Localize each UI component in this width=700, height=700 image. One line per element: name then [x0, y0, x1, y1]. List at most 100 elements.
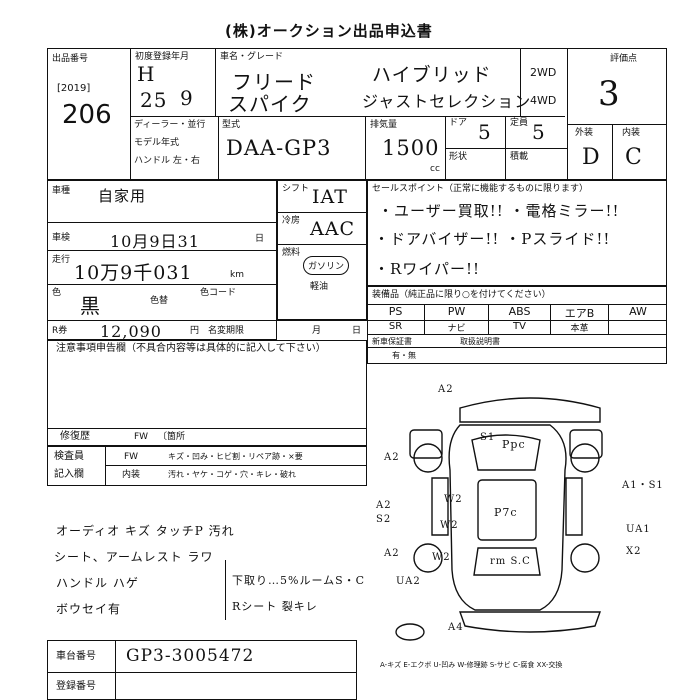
damage-mark: A2 [384, 548, 400, 559]
warranty-box [367, 334, 667, 364]
sales-point-line: ・ユーザー買取!! ・電格ミラー!! [378, 202, 620, 220]
deadline-month: 月 [312, 326, 322, 336]
notes-block [47, 340, 367, 446]
damage-legend: A-キズ E-エクボ U-凹み W-修理跡 S-サビ C-腐食 XX-交換 [380, 661, 563, 669]
warranty-extra: 取扱説明書 [460, 337, 500, 346]
shift-value: IAT [312, 186, 348, 208]
load-label: 積載 [510, 152, 529, 162]
damage-mark: UA2 [396, 576, 421, 587]
ac-label: 冷房 [282, 216, 301, 226]
usage-value: 自家用 [98, 187, 147, 205]
doors-value: 5 [478, 120, 492, 144]
displacement-label: 排気量 [370, 120, 398, 130]
front-right-wheel-shape [570, 443, 600, 473]
model-name-line2: スパイク [228, 92, 312, 116]
doors-label: ドア [449, 118, 468, 128]
fuel-value: ガソリン [303, 256, 350, 275]
car-damage-diagram [395, 397, 603, 641]
first-reg-year: 25 [140, 88, 168, 112]
page-title: (株)オークション出品申込書 [225, 22, 433, 40]
notes-label: 注意事項申告欄（不具合内容等は具体的に記入して下さい） [56, 343, 326, 354]
equipment-item: PW [425, 305, 489, 320]
mileage-unit: km [230, 270, 244, 280]
damage-mark: A2 [384, 452, 400, 463]
drive-2wd: 2WD [530, 66, 557, 79]
grade-value: 3 [598, 74, 621, 114]
lot-label: 出品番号 [52, 54, 89, 64]
right-door-shape [565, 477, 583, 536]
inspector-row2-items: 汚れ・ヤケ・コゲ・穴・キレ・破れ [168, 470, 296, 479]
damage-mark: A1・S1 [622, 480, 664, 491]
damage-mark: X2 [626, 546, 642, 557]
inspection-value: 10月9日31 [110, 232, 200, 251]
type-value: DAA-GP3 [226, 136, 332, 160]
grade-int-value: C [625, 145, 643, 170]
equipment-item: ABS [489, 305, 551, 320]
color-code-label: 色コード [200, 288, 237, 298]
grade-ext-label: 外装 [575, 128, 594, 138]
damage-mark: Ppc [502, 438, 526, 451]
left-mirror-shape [409, 429, 443, 459]
damage-mark: S2 [376, 514, 392, 525]
handwritten-note: ハンドル ハゲ [56, 576, 139, 590]
roof-shape [477, 479, 537, 541]
inspection-suffix: 日 [255, 234, 265, 244]
grade-label: 評価点 [610, 54, 638, 64]
recycle-unit: 円 [190, 326, 200, 336]
first-reg-month: 9 [180, 86, 194, 110]
rear-window-shape [473, 547, 541, 576]
color-value: 黒 [80, 294, 101, 318]
front-bumper-shape [459, 397, 601, 423]
top-info-block [47, 48, 667, 180]
color-change-label: 色替 [150, 296, 169, 306]
damage-mark: A2 [438, 384, 454, 395]
first-reg-label: 初度登録年月 [135, 52, 190, 62]
rear-bumper-shape [459, 611, 601, 633]
windshield-shape [471, 434, 541, 471]
rear-right-wheel-shape [570, 543, 600, 573]
usage-label: 車種 [52, 186, 71, 196]
equipment-label: 装備品（純正品に限り○を付けてください） [372, 290, 551, 300]
sales-points-label: セールスポイント（正常に機能するものに限ります） [372, 184, 589, 194]
model-name-line1: フリード [232, 70, 316, 94]
inspector-block [47, 446, 367, 486]
handwritten-note: シート、アームレスト ラワ [54, 550, 214, 564]
sales-points-block [367, 180, 667, 286]
right-mirror-shape [569, 429, 603, 459]
left-door-shape [431, 477, 449, 536]
chassis-value: GP3-3005472 [126, 646, 255, 666]
equipment-item: ナビ [425, 321, 489, 334]
equipment-item: 本革 [551, 321, 609, 334]
interior-note: 下取り…5%ルームS・C [232, 574, 366, 587]
car-info-block [47, 180, 277, 340]
equipment-block [367, 286, 667, 348]
damage-mark: A4 [448, 622, 464, 633]
spare-tire-shape [395, 623, 425, 641]
displacement-value: 1500 [382, 136, 440, 160]
fuel-oil-label: 軽油 [310, 282, 329, 292]
inspector-label-2: 記入欄 [54, 469, 84, 480]
capacity-value: 5 [532, 120, 546, 144]
equipment-item: TV [489, 321, 551, 334]
sales-point-line: ・ドアバイザー!! ・Pスライド!! [374, 230, 611, 248]
recycle-value: 12,090 [100, 322, 162, 341]
displacement-unit: cc [430, 164, 440, 174]
sales-point-line: ・Rワイパー!! [374, 260, 481, 278]
damage-mark: W2 [444, 494, 463, 505]
capacity-label: 定員 [510, 118, 529, 128]
rear-left-wheel-shape [413, 543, 443, 573]
grade-ext-value: D [582, 145, 601, 170]
warranty-label: 新車保証書 [372, 337, 412, 346]
inspector-row1-label: FW [124, 452, 139, 462]
handwritten-note: オーディオ キズ タッチP 汚れ [56, 524, 235, 538]
inspector-label: 検査員 [54, 451, 84, 462]
equipment-item: AW [629, 305, 647, 318]
model-label: 車名・グレード [220, 52, 284, 62]
drive-4wd: 4WD [530, 94, 557, 107]
equipment-item: SR [367, 321, 425, 334]
car-body-shape [448, 424, 567, 611]
registration-label: 登録番号 [56, 681, 96, 692]
color-label: 色 [52, 288, 62, 298]
recycle-label: R券 [52, 326, 68, 336]
grade-line2: ジャストセレクション [362, 92, 532, 111]
